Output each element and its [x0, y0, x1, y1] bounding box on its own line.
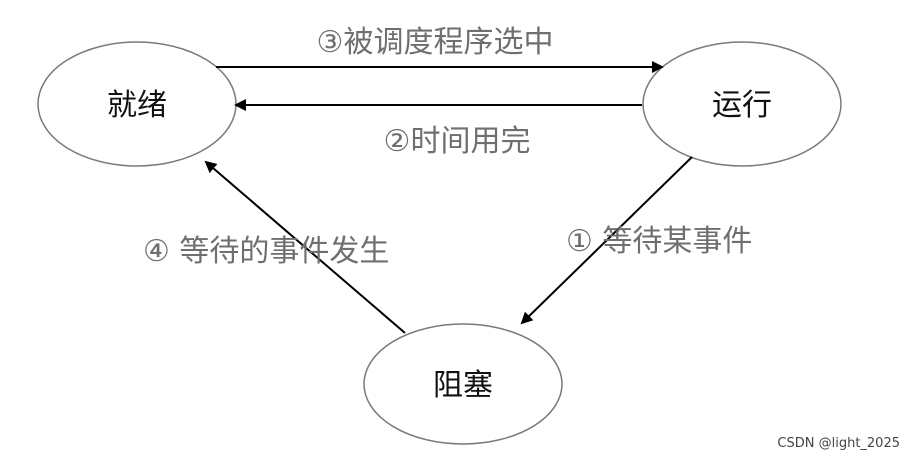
state-blocked: 阻塞 [363, 323, 563, 445]
transition-wait-event: ① 等待某事件 [520, 156, 752, 325]
label-timeout: ②时间用完 [384, 124, 531, 159]
state-running: 运行 [642, 41, 842, 167]
watermark-text: CSDN @light_2025 [777, 436, 900, 451]
label-scheduled: ③被调度程序选中 [317, 25, 554, 60]
state-running-ellipse [642, 41, 842, 167]
label-event-occurs: ④ 等待的事件发生 [143, 234, 389, 269]
transition-scheduled: ③被调度程序选中 [216, 25, 664, 73]
transition-timeout: ②时间用完 [234, 99, 642, 159]
state-ready-label: 就绪 [107, 88, 167, 123]
transition-event-occurs: ④ 等待的事件发生 [143, 160, 406, 334]
state-blocked-label: 阻塞 [433, 368, 493, 403]
state-running-label: 运行 [712, 88, 772, 123]
arrow-running-to-blocked [520, 156, 693, 325]
state-blocked-ellipse [363, 323, 563, 445]
arrow-blocked-to-ready [204, 160, 406, 334]
label-wait-event: ① 等待某事件 [566, 224, 752, 259]
state-ready: 就绪 [37, 41, 237, 167]
